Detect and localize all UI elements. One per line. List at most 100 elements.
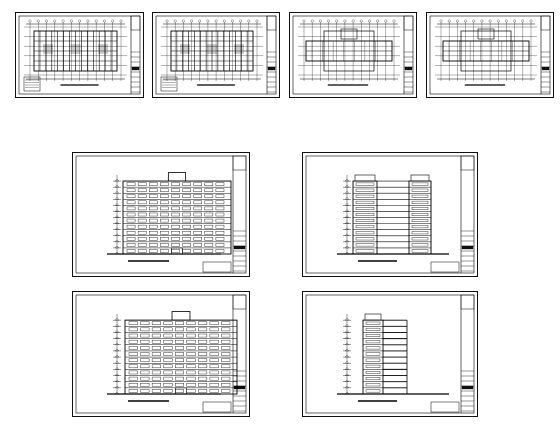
window [175,358,184,362]
entrance-door [171,247,183,255]
window [137,188,147,192]
inner-frame [155,15,277,95]
window [126,224,136,229]
window [163,370,173,375]
inner-frame [305,294,475,414]
window [163,376,173,381]
axis-bubble [173,19,177,23]
axis-bubble [392,19,396,23]
window [171,182,180,186]
roof-parapet [364,313,382,321]
window [204,188,214,192]
window [137,218,147,223]
window [209,352,219,356]
window [160,249,169,253]
window-band [355,194,375,198]
stair-head [477,28,495,40]
window [126,200,136,205]
axis-bubble [480,19,484,23]
inner-frame [75,294,247,414]
window [137,206,147,211]
elevation-drawing-rear [305,155,475,274]
window [182,200,191,205]
window-band [365,352,381,356]
window [149,237,158,241]
window [221,383,231,387]
window [193,194,202,198]
window [209,333,219,338]
window [193,231,202,235]
window [193,224,202,229]
axis-bubble [310,19,314,23]
window [137,243,147,247]
window [171,188,180,192]
window-band [411,200,429,204]
window [215,188,225,192]
window [175,364,184,369]
window [126,237,136,241]
axis-bubble [36,19,40,23]
window [151,383,161,387]
window [193,200,202,205]
window-band [411,249,429,253]
window [182,206,191,211]
window [209,327,219,332]
window [209,346,219,350]
title-block-fill [404,66,413,71]
window [171,249,180,253]
window-band [411,194,429,198]
axis-bubble [472,19,476,23]
window [193,218,202,223]
window [209,321,219,325]
window [126,243,136,247]
window [209,370,219,375]
axis-bubble [327,19,330,23]
window [126,194,136,198]
roof-parapet [410,174,430,182]
window-band [355,231,375,235]
window [140,389,150,393]
window [215,231,225,235]
window [149,218,158,223]
window [149,212,158,217]
window [149,206,158,211]
title-block-fill [131,66,140,71]
axis-bubble [231,19,234,23]
title-block-cell [130,15,141,31]
window-band [355,237,375,241]
floor-plan-drawing-3 [292,15,414,95]
window [198,364,208,369]
title-block-cell [460,155,475,171]
window-band [355,188,375,192]
window-band [411,213,429,216]
window [182,218,191,223]
window [193,182,202,186]
window-band [355,243,375,247]
window [128,321,138,325]
window [186,346,196,350]
window [221,376,231,381]
floor-plan-sheet-1 [15,12,144,98]
axis-bubble [359,19,363,23]
axis-bubble [447,19,451,23]
window [151,376,161,381]
window [175,352,184,356]
window-band [355,182,375,186]
title-block-table [202,401,232,413]
title-block-fill [267,66,276,71]
window [149,224,158,229]
window [215,243,225,247]
window [186,352,196,356]
axis-bubble [206,19,210,23]
window [198,327,208,332]
window [160,237,169,241]
window [198,389,208,393]
window [140,339,150,344]
window [204,200,214,205]
window [193,237,202,241]
window [160,206,169,211]
window [204,224,214,229]
window [215,249,225,253]
axis-bubble [456,19,459,23]
floor-plan-drawing-1 [18,15,141,95]
